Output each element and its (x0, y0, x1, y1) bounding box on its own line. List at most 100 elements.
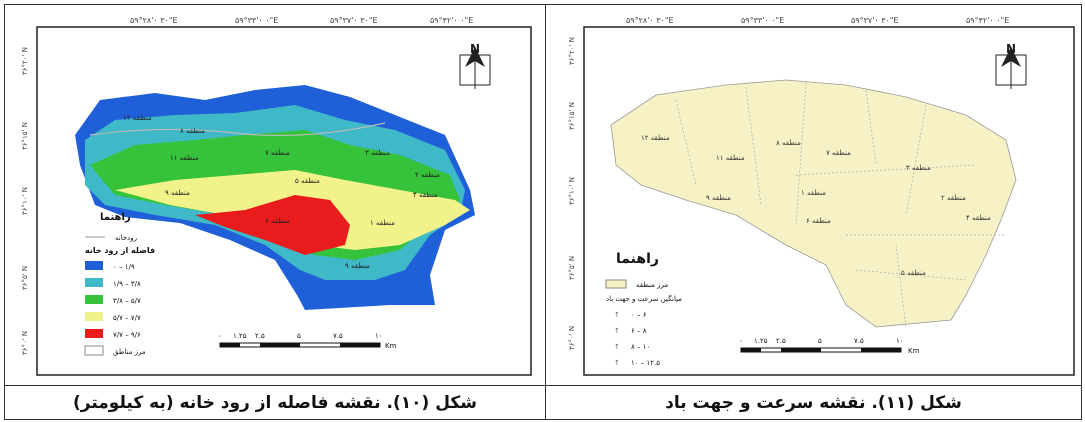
top-tick: ۵۹°۳۳'۰ ۰"E (235, 16, 278, 25)
legend-class-label: ۳/۸ – ۵/۷ (113, 297, 141, 305)
legend-title: راهنما (616, 251, 659, 267)
legend-boundary-label: مرز مناطق (113, 348, 146, 356)
zone-label: منطقه ۱۱ (170, 154, 199, 162)
zone-label: منطقه ۲ (415, 171, 440, 179)
top-tick: ۵۹°۳۷'۰ ۳۰"E (851, 16, 899, 25)
scale-tick: ۲.۵ (255, 332, 265, 340)
left-tick: ۳۶°۰' N (568, 326, 576, 350)
band-4 (195, 195, 350, 255)
legend-wind-class: ۱۰ – ۱۲.۵ (631, 359, 660, 367)
zone-label: منطقه ۵ (901, 269, 926, 277)
scale-tick: ۵ (818, 337, 822, 345)
wind-map: ۵۹°۲۸'۰ ۳۰"E ۵۹°۳۳'۰ ۰"E ۵۹°۳۷'۰ ۳۰"E ۵۹… (568, 16, 1075, 376)
left-tick: ۳۶°۱۵' N (21, 122, 29, 150)
top-tick: ۵۹°۳۷'۰ ۳۰"E (330, 16, 378, 25)
zone-label: منطقه ۱۲ (641, 134, 670, 142)
scale-tick: ۵ (297, 332, 301, 340)
scale-bar: ۰ ۱.۲۵ ۲.۵ ۵ ۷.۵ ۱۰ Km (739, 337, 920, 355)
legend-class-label: ۵/۷ – ۷/۷ (113, 314, 141, 322)
legend-boundary-label: مرز منطقه (636, 281, 668, 289)
zone-labels: منطقه ۱۲ منطقه ۱۱ منطقه ۸ منطقه ۷ منطقه … (641, 134, 991, 277)
distance-map: ۵۹°۲۸'۰ ۳۰"E ۵۹°۳۳'۰ ۰"E ۵۹°۳۷'۰ ۳۰"E ۵۹… (21, 16, 532, 376)
legend: راهنما رودخانه فاصله از رود خانه ۰ – ۱/۹… (84, 212, 155, 356)
left-tick: ۳۶°۱۰' N (568, 177, 576, 205)
legend-class-label: ۷/۷ – ۹/۶ (113, 331, 141, 339)
zone-label: منطقه ۸ (776, 139, 801, 147)
river-line (89, 122, 386, 137)
zone-boundaries (675, 82, 1006, 328)
scale-tick: ۰ (218, 332, 222, 340)
region-fill (610, 79, 1017, 328)
zone-label: منطقه ۳ (906, 164, 931, 172)
zone-label: منطقه ۹ (345, 262, 370, 270)
zone-label: منطقه ۷ (826, 149, 851, 157)
zone-label: منطقه ۱۱ (716, 154, 745, 162)
left-tick: ۳۶°۲۰' N (21, 47, 29, 75)
scale-unit: Km (908, 347, 920, 355)
legend-swatch (85, 312, 103, 321)
zone-labels: منطقه ۱۲ منطقه ۸ منطقه ۱۱ منطقه ۷ منطقه … (123, 114, 440, 270)
wind-arrow-icon: ↑ (614, 359, 620, 367)
legend-swatch (85, 329, 103, 338)
zone-label: منطقه ۴ (966, 214, 991, 222)
legend-title: راهنما (100, 212, 131, 223)
panel-wind-map: ۵۹°۲۸'۰ ۳۰"E ۵۹°۳۳'۰ ۰"E ۵۹°۳۷'۰ ۳۰"E ۵۹… (546, 5, 1081, 385)
zone-label: منطقه ۶ (806, 217, 831, 225)
zone-label: منطقه ۶ (265, 217, 290, 225)
caption-wind-map: شکل (۱۱). نقشه سرعت و جهت باد (665, 393, 962, 413)
legend-distance-title: فاصله از رود خانه (85, 246, 155, 255)
north-arrow-icon: N (995, 42, 1027, 89)
zone-label: منطقه ۳ (365, 149, 390, 157)
left-tick: ۳۶°۱۰' N (21, 187, 29, 215)
wind-zones (610, 79, 1017, 328)
zone-label: منطقه ۱ (370, 219, 395, 227)
caption-separator (5, 385, 1081, 386)
legend: راهنما مرز منطقه میانگین سرعت و جهت باد … (605, 251, 682, 367)
left-tick: ۳۶°۵' N (21, 266, 29, 290)
top-tick: ۵۹°۲۸'۰ ۳۰"E (626, 16, 674, 25)
zone-label: منطقه ۹ (165, 189, 190, 197)
panel-divider (545, 5, 546, 419)
top-tick: ۵۹°۳۳'۰ ۰"E (741, 16, 784, 25)
legend-swatch (85, 261, 103, 270)
scale-tick: ۱.۲۵ (754, 337, 768, 345)
scale-tick: ۷.۵ (854, 337, 864, 345)
north-label: N (1006, 42, 1016, 56)
scale-tick: ۱۰ (375, 332, 383, 340)
legend-wind-class: ۸ – ۱۰ (631, 343, 650, 351)
figure-frame: ۵۹°۲۸'۰ ۳۰"E ۵۹°۳۳'۰ ۰"E ۵۹°۳۷'۰ ۳۰"E ۵۹… (4, 4, 1082, 420)
panel-distance-map: ۵۹°۲۸'۰ ۳۰"E ۵۹°۳۳'۰ ۰"E ۵۹°۳۷'۰ ۳۰"E ۵۹… (5, 5, 545, 385)
left-tick: ۳۶°۰' N (21, 331, 29, 355)
left-tick: ۳۶°۲۰' N (568, 37, 576, 65)
left-tick: ۳۶°۱۵' N (568, 102, 576, 130)
north-label: N (470, 42, 480, 56)
wind-arrow-icon: ↑ (614, 343, 620, 351)
zone-label: منطقه ۷ (265, 149, 290, 157)
north-arrow-icon: N (459, 42, 491, 89)
top-tick: ۵۹°۴۲'۰ ۰"E (430, 16, 473, 25)
caption-distance-map: شکل (۱۰). نقشه فاصله از رود خانه (به کیل… (72, 393, 478, 413)
legend-swatch (85, 278, 103, 287)
scale-bar: ۰ ۱.۲۵ ۲.۵ ۵ ۷.۵ ۱۰ Km (218, 332, 397, 350)
zone-label: منطقه ۲ (941, 194, 966, 202)
scale-tick: ۷.۵ (333, 332, 343, 340)
scale-tick: ۲.۵ (776, 337, 786, 345)
scale-tick: ۱۰ (896, 337, 904, 345)
scale-unit: Km (385, 342, 397, 350)
wind-arrow-icon: ↑ (614, 327, 620, 335)
top-tick: ۵۹°۲۸'۰ ۳۰"E (130, 16, 178, 25)
legend-swatch (85, 295, 103, 304)
distance-bands (75, 85, 475, 310)
scale-tick: ۱.۲۵ (233, 332, 247, 340)
left-tick: ۳۶°۵' N (568, 256, 576, 280)
zone-label: منطقه ۹ (706, 194, 731, 202)
legend-wind-class: ۰ – ۶ (631, 311, 647, 319)
legend-wind-title: میانگین سرعت و جهت باد (606, 294, 682, 303)
legend-river-label: رودخانه (115, 234, 137, 242)
legend-swatch (605, 279, 627, 289)
zone-label: منطقه ۸ (180, 127, 205, 135)
zone-label: منطقه ۴ (413, 191, 438, 199)
zone-label: منطقه ۱ (801, 189, 826, 197)
wind-arrow-icon: ↑ (614, 311, 620, 319)
legend-class-label: ۱/۹ – ۳/۸ (113, 280, 141, 288)
